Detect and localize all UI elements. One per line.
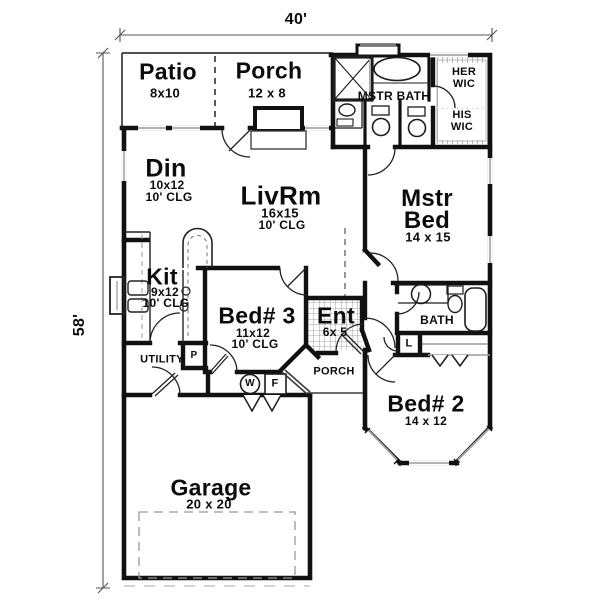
- toilet-icon: [407, 118, 427, 138]
- hall-bath-fixtures: [398, 283, 487, 332]
- freezer-label: F: [271, 377, 279, 390]
- garage-size: 20 x 20: [186, 496, 232, 512]
- dimension-lines: [96, 28, 498, 594]
- her-wic-label: HER WIC: [451, 66, 477, 90]
- door-arcs: [149, 85, 456, 397]
- sink-window-bay: [109, 276, 125, 315]
- washer-icon: [239, 373, 261, 395]
- kitchen-fixtures: [109, 227, 213, 343]
- utility-label: UTILITY: [140, 353, 184, 366]
- kitchen-sink-icon: [127, 280, 149, 296]
- patio-porch-outline: [121, 52, 333, 127]
- bath-label: BATH: [420, 312, 454, 327]
- livrm-label: LivRm: [240, 180, 322, 211]
- back-porch-label: Porch: [235, 57, 303, 84]
- her-wic-label-bg: [441, 63, 485, 108]
- width-dimension-label: 40': [284, 10, 308, 28]
- toilet-icon: [447, 294, 463, 314]
- tub-icon: [373, 56, 421, 82]
- kitchen-sink-icon: [127, 298, 149, 313]
- bar-counter: [182, 227, 213, 268]
- windows: [121, 44, 493, 466]
- linen-label: L: [405, 337, 413, 350]
- kit-label: Kit: [146, 263, 178, 290]
- mstr-bed-label-1: Mstr: [401, 184, 453, 212]
- fireplace-icon: [250, 106, 307, 150]
- livrm-size: 16x15: [261, 205, 299, 221]
- garage-door-dashed: [124, 511, 310, 587]
- height-dimension-label: 58': [70, 313, 88, 337]
- toilet-icon: [371, 117, 391, 137]
- mstr-bath-fixtures: [332, 55, 429, 138]
- pantry-label: P: [190, 349, 198, 361]
- hanger-icon: [431, 354, 469, 368]
- ent-size: 6x 5: [322, 324, 348, 339]
- livrm-ceiling: 10' CLG: [258, 217, 306, 232]
- walls-partitions: [363, 55, 431, 149]
- walls-interior: [121, 54, 493, 398]
- front-porch-outline: [281, 369, 363, 395]
- utility-fixtures: [239, 373, 287, 413]
- bed2-closet: [422, 343, 490, 368]
- sink-icon: [338, 103, 356, 117]
- mstr-bath-label: MSTR BATH: [357, 88, 431, 103]
- din-ceiling: 10' CLG: [145, 189, 193, 204]
- bed2-label: Bed# 2: [387, 390, 465, 417]
- bed3-size: 11x12: [235, 325, 271, 340]
- tub-nook: [355, 43, 401, 58]
- mstr-bed-size: 14 x 15: [405, 229, 451, 245]
- back-porch-size: 12 x 8: [248, 85, 286, 101]
- patio-size: 8x10: [149, 85, 181, 101]
- mstr-bed-label-2: Bed: [403, 206, 451, 234]
- freezer-icon: [264, 373, 287, 395]
- kit-ceiling: 10' CLG: [142, 295, 190, 310]
- washer-label: W: [245, 377, 255, 389]
- sink-icon: [410, 283, 432, 305]
- din-label: Din: [145, 154, 187, 183]
- wic-shelf-edge: [436, 59, 487, 142]
- patio-label: Patio: [139, 58, 197, 85]
- vent-door-icon: [242, 394, 282, 413]
- his-wic-label: HIS WIC: [450, 109, 474, 133]
- his-wic-label-bg: [441, 109, 485, 140]
- ent-label: Ent: [317, 302, 355, 329]
- front-porch-label: PORCH: [313, 365, 355, 378]
- din-size: 10x12: [149, 177, 185, 192]
- bed2-size: 14 x 12: [404, 413, 448, 428]
- bed3-label: Bed# 3: [218, 302, 296, 329]
- garage-label: Garage: [170, 474, 252, 501]
- bed3-ceiling: 10' CLG: [231, 336, 279, 351]
- kit-size: 9x12: [151, 284, 179, 299]
- tub-icon: [464, 287, 487, 332]
